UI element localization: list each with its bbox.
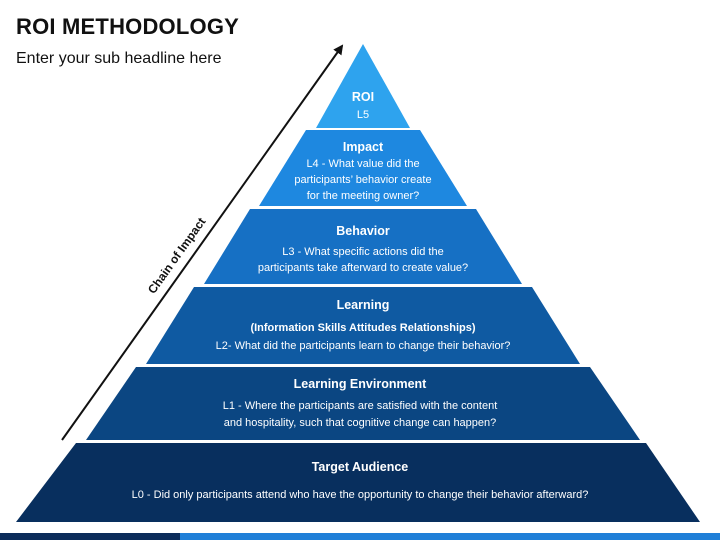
level-learning-environment-line1: L1 - Where the participants are satisfie… xyxy=(223,400,498,412)
pyramid-level-target-audience: Target Audience L0 - Did only participan… xyxy=(16,443,700,522)
level-roi-code: L5 xyxy=(357,109,369,121)
page-title: ROI METHODOLOGY xyxy=(16,14,239,39)
level-behavior-title: Behavior xyxy=(336,224,390,238)
level-roi-shape xyxy=(316,44,410,128)
level-target-audience-shape xyxy=(16,443,700,522)
level-behavior-line1: L3 - What specific actions did the xyxy=(282,246,443,258)
level-learning-title: Learning xyxy=(337,298,390,312)
level-learning-environment-shape xyxy=(86,367,640,440)
level-roi-title: ROI xyxy=(352,90,374,104)
level-learning-shape xyxy=(146,287,580,364)
footer-accent-dark xyxy=(0,533,180,540)
chain-of-impact-label: Chain of Impact xyxy=(145,215,209,296)
pyramid-level-learning: Learning (Information Skills Attitudes R… xyxy=(146,287,580,364)
level-behavior-shape xyxy=(204,209,522,284)
level-target-audience-line1: L0 - Did only participants attend who ha… xyxy=(132,489,589,501)
level-target-audience-title: Target Audience xyxy=(312,460,409,474)
pyramid-level-impact: Impact L4 - What value did the participa… xyxy=(259,130,467,206)
pyramid-level-roi: ROI L5 xyxy=(316,44,410,128)
level-impact-title: Impact xyxy=(343,140,384,154)
level-behavior-line2: participants take afterward to create va… xyxy=(258,262,468,274)
footer-accent-light xyxy=(180,533,720,540)
pyramid-level-learning-environment: Learning Environment L1 - Where the part… xyxy=(86,367,640,440)
level-impact-line2: participants’ behavior create xyxy=(294,174,431,186)
level-impact-shape xyxy=(259,130,467,206)
level-learning-line1: (Information Skills Attitudes Relationsh… xyxy=(250,322,475,334)
page-subtitle: Enter your sub headline here xyxy=(16,50,222,67)
level-impact-line3: for the meeting owner? xyxy=(307,190,420,202)
chain-of-impact-arrow xyxy=(61,44,344,441)
level-learning-line2: L2- What did the participants learn to c… xyxy=(216,340,511,352)
level-learning-environment-line2: and hospitality, such that cognitive cha… xyxy=(224,417,497,429)
footer-accent-bar xyxy=(0,533,720,540)
level-learning-environment-title: Learning Environment xyxy=(294,377,427,391)
level-impact-line1: L4 - What value did the xyxy=(306,158,419,170)
pyramid-level-behavior: Behavior L3 - What specific actions did … xyxy=(204,209,522,284)
